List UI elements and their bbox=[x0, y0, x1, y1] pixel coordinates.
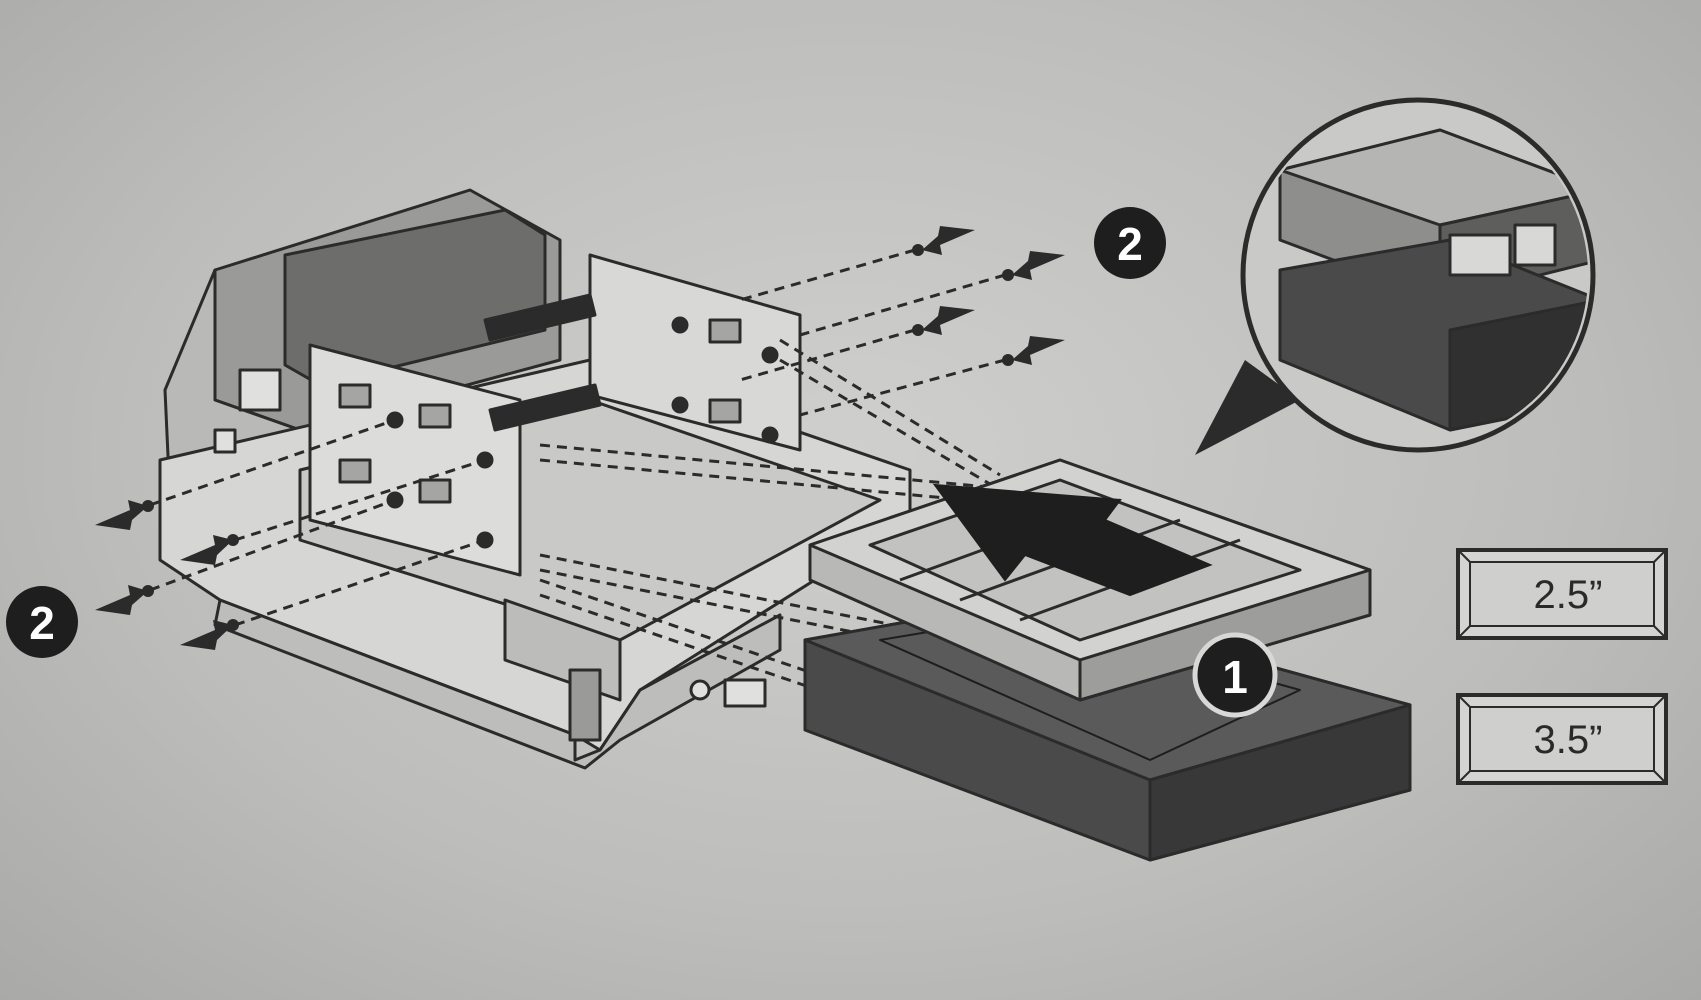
connector-detail-inset bbox=[1195, 97, 1596, 455]
screws-left bbox=[95, 500, 239, 650]
step-2-callout-top: 2 bbox=[1094, 207, 1166, 279]
step-2-number-left: 2 bbox=[29, 597, 55, 649]
step-2-number-top: 2 bbox=[1117, 218, 1143, 270]
step-1-number: 1 bbox=[1222, 651, 1248, 703]
insert-direction-arrow bbox=[932, 483, 1213, 597]
screws-right bbox=[912, 226, 1065, 366]
bracket-rear-plate bbox=[588, 253, 802, 452]
size-label-3-5-text: 3.5” bbox=[1534, 718, 1603, 762]
drive-bracket bbox=[158, 188, 912, 770]
size-label-2-5: 2.5” bbox=[1456, 548, 1668, 640]
step-1-callout: 1 bbox=[1192, 632, 1278, 718]
step-2-callout-left: 2 bbox=[6, 586, 78, 658]
size-label-3-5: 3.5” bbox=[1456, 693, 1668, 785]
size-label-2-5-text: 2.5” bbox=[1534, 573, 1603, 617]
